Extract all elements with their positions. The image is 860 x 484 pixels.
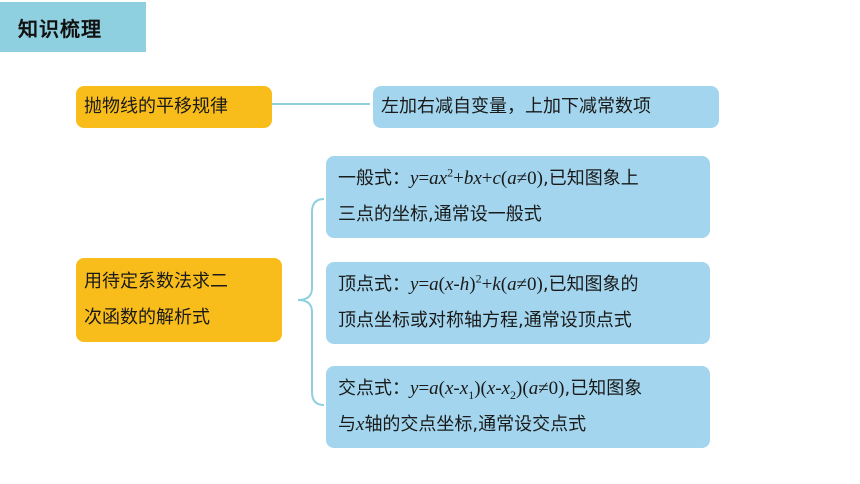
- connector-bracket: [297, 198, 325, 406]
- intercept-form-line1: 交点式：y=a(x-x1)(x-x2)(a≠0),已知图象: [338, 371, 710, 407]
- section-title-text: 知识梳理: [18, 16, 102, 41]
- method-label-line1: 用待定系数法求二: [84, 271, 228, 292]
- intercept-form-line2-rest: 轴的交点坐标,通常设交点式: [364, 414, 587, 435]
- vertex-form-condition: ,已知图象的: [542, 274, 639, 295]
- general-form-line2: 三点的坐标,通常设一般式: [338, 204, 542, 225]
- general-form-name: 一般式：: [338, 168, 410, 189]
- vertex-form-formula: y=a(x-h)2+k(a≠0): [410, 271, 543, 295]
- translation-rule-label-text: 抛物线的平移规律: [84, 96, 228, 117]
- intercept-form-name: 交点式：: [338, 378, 410, 399]
- vertex-form-box: 顶点式：y=a(x-h)2+k(a≠0),已知图象的 顶点坐标或对称轴方程,通常…: [326, 262, 710, 344]
- method-label: 用待定系数法求二 次函数的解析式: [76, 258, 282, 342]
- intercept-form-formula: y=a(x-x1)(x-x2)(a≠0): [410, 378, 565, 402]
- translation-rule-label: 抛物线的平移规律: [76, 86, 272, 128]
- section-title: 知识梳理: [0, 2, 146, 52]
- intercept-form-line2: 与x轴的交点坐标,通常设交点式: [338, 407, 710, 443]
- vertex-form-name: 顶点式：: [338, 274, 410, 295]
- general-form-formula: y=ax2+bx+c(a≠0): [410, 165, 543, 189]
- intercept-form-line2-var: x: [356, 414, 365, 435]
- translation-rule-content: 左加右减自变量，上加下减常数项: [373, 86, 719, 128]
- general-form-line1: 一般式：y=ax2+bx+c(a≠0),已知图象上: [338, 161, 710, 197]
- translation-rule-content-text: 左加右减自变量，上加下减常数项: [381, 96, 651, 117]
- vertex-form-line1: 顶点式：y=a(x-h)2+k(a≠0),已知图象的: [338, 267, 710, 303]
- method-label-line2: 次函数的解析式: [84, 307, 210, 328]
- vertex-form-line2: 顶点坐标或对称轴方程,通常设顶点式: [338, 310, 632, 331]
- general-form-condition: ,已知图象上: [543, 168, 639, 189]
- intercept-form-line2-prefix: 与: [338, 414, 356, 435]
- general-form-box: 一般式：y=ax2+bx+c(a≠0),已知图象上 三点的坐标,通常设一般式: [326, 156, 710, 238]
- intercept-form-box: 交点式：y=a(x-x1)(x-x2)(a≠0),已知图象 与x轴的交点坐标,通…: [326, 366, 710, 448]
- intercept-form-condition: ,已知图象: [564, 378, 643, 399]
